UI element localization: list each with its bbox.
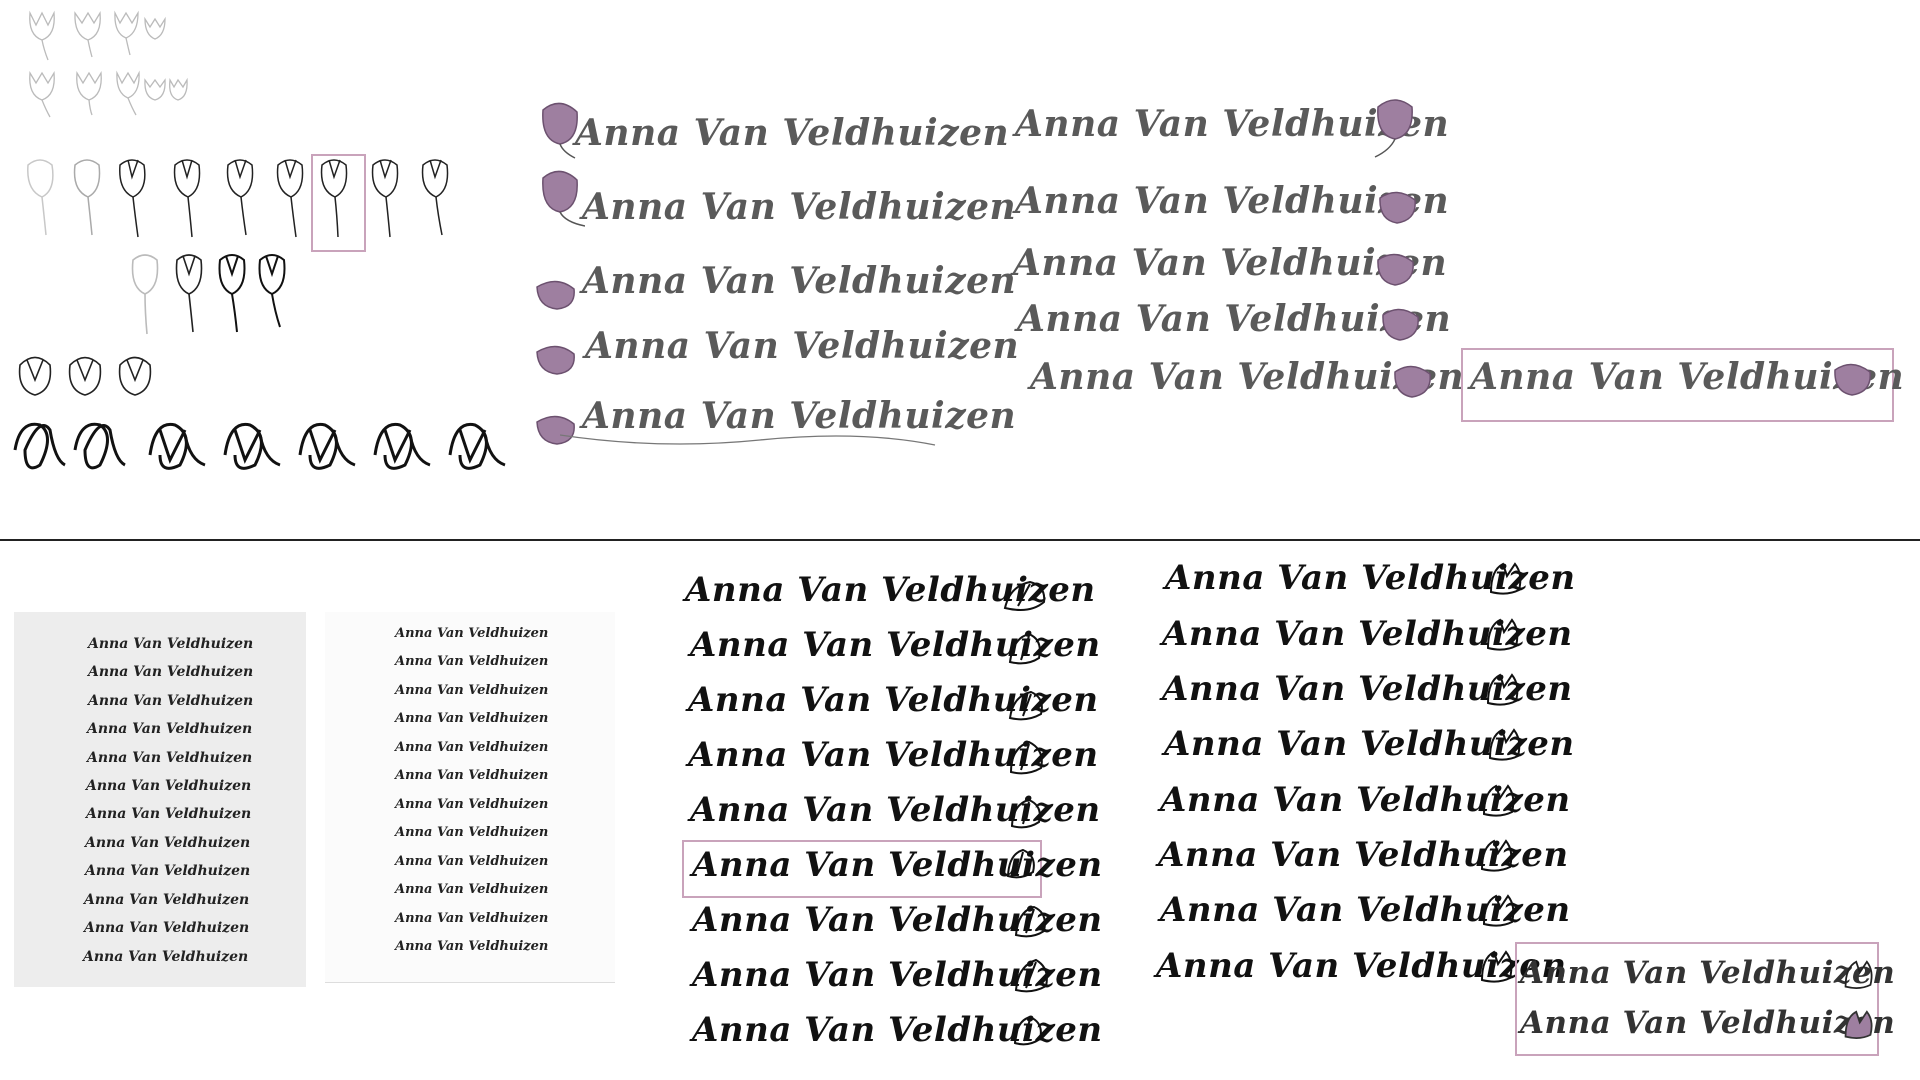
tulip-outline-icon <box>1009 740 1043 775</box>
signature-text: Anna Van Veldhuizen <box>395 825 549 840</box>
tulip-icon <box>1844 1010 1873 1039</box>
tulip-bud-sketch-icon <box>18 356 152 396</box>
tulip-outline-icon <box>1003 580 1046 611</box>
tulip-icon <box>542 170 585 227</box>
tulip-outline-icon <box>1482 894 1515 927</box>
tulip-outline-icon <box>1006 848 1035 879</box>
signature-text: Anna Van Veldhuizen <box>1160 780 1571 820</box>
selected-signature-highlight <box>1461 348 1894 422</box>
tulip-row-sketch-icon <box>27 159 449 238</box>
tulip-outline-icon <box>1482 784 1515 817</box>
signature-text: Anna Van Veldhuizen <box>87 721 253 737</box>
tulip-icon <box>1379 191 1416 224</box>
practice-sheet-2 <box>325 612 615 983</box>
signature-text: Anna Van Veldhuizen <box>85 835 251 851</box>
section-divider <box>0 539 1920 541</box>
selected-sketch-highlight <box>311 154 366 252</box>
tulip-outline-icon <box>1486 618 1519 651</box>
selected-signature-pair-highlight <box>1515 942 1879 1056</box>
signature-text: Anna Van Veldhuizen <box>585 325 1020 367</box>
signature-text: Anna Van Veldhuizen <box>1015 103 1450 145</box>
signature-text: Anna Van Veldhuizen <box>1017 298 1452 340</box>
selected-signature-text: Anna Van Veldhuizen <box>692 845 1103 885</box>
signature-text: Anna Van Veldhuizen <box>84 892 250 908</box>
signature-text: Anna Van Veldhuizen <box>87 750 253 766</box>
signature-text: Anna Van Veldhuizen <box>575 112 1010 154</box>
selected-signature-highlight <box>682 840 1042 898</box>
signature-text: Anna Van Veldhuizen <box>1160 890 1571 930</box>
signature-text: Anna Van Veldhuizen <box>84 920 250 936</box>
signature-text: Anna Van Veldhuizen <box>86 778 252 794</box>
signature-text: Anna Van Veldhuizen <box>85 863 251 879</box>
tulip-outline-icon <box>1014 958 1048 993</box>
signature-text: Anna Van Veldhuizen <box>395 882 549 897</box>
selected-signature-text: Anna Van Veldhuizen <box>1520 955 1896 991</box>
tulip-outline-icon <box>1013 1015 1042 1046</box>
tulip-doodles-icon <box>29 10 188 118</box>
tulip-icon <box>1394 365 1431 398</box>
letter-a-tulip-sketch-icon <box>13 422 506 470</box>
signature-text: Anna Van Veldhuizen <box>1015 180 1450 222</box>
signature-text: Anna Van Veldhuizen <box>395 654 549 669</box>
tulip-row-2-sketch-icon <box>131 254 286 335</box>
signature-text: Anna Van Veldhuizen <box>395 683 549 698</box>
signature-text: Anna Van Veldhuizen <box>88 664 254 680</box>
selected-signature-text: Anna Van Veldhuizen <box>1470 356 1905 398</box>
signature-text: Anna Van Veldhuizen <box>395 626 549 641</box>
signature-text: Anna Van Veldhuizen <box>395 797 549 812</box>
tulip-icon <box>536 280 575 310</box>
selected-signature-text: Anna Van Veldhuizen <box>1520 1005 1896 1041</box>
signature-text: Anna Van Veldhuizen <box>88 693 254 709</box>
signature-text: Anna Van Veldhuizen <box>395 740 549 755</box>
tulip-outline-icon <box>1010 798 1041 829</box>
signature-text: Anna Van Veldhuizen <box>1030 356 1465 398</box>
tulip-outline-icon <box>1480 839 1513 872</box>
tulip-outline-icon <box>1486 673 1519 706</box>
tulip-icon <box>1374 99 1413 158</box>
tulip-icon <box>542 102 578 159</box>
signature-text: Anna Van Veldhuizen <box>395 768 549 783</box>
signature-text: Anna Van Veldhuizen <box>395 711 549 726</box>
underline-swash-icon <box>560 434 936 446</box>
signature-text: Anna Van Veldhuizen <box>88 636 254 652</box>
tulip-icon <box>1382 308 1419 341</box>
signature-text: Anna Van Veldhuizen <box>395 911 549 926</box>
signature-text: Anna Van Veldhuizen <box>582 186 1017 228</box>
signature-text: Anna Van Veldhuizen <box>86 806 252 822</box>
tulip-outline-icon <box>1489 562 1522 595</box>
tulip-icon <box>536 415 575 445</box>
signature-text: Anna Van Veldhuizen <box>582 395 1017 437</box>
tulip-icon <box>536 345 575 375</box>
tulip-outline-icon <box>1844 960 1873 989</box>
tulip-outline-icon <box>1014 905 1046 938</box>
practice-sheet-1 <box>14 612 306 987</box>
signature-text: Anna Van Veldhuizen <box>395 854 549 869</box>
signature-text: Anna Van Veldhuizen <box>690 790 1101 830</box>
signature-text: Anna Van Veldhuizen <box>1013 242 1448 284</box>
tulip-icon <box>1834 363 1871 396</box>
tulip-outline-icon <box>1008 632 1041 665</box>
tulip-outline-icon <box>1488 728 1521 761</box>
signature-text: Anna Van Veldhuizen <box>582 260 1017 302</box>
signature-text: Anna Van Veldhuizen <box>1158 835 1569 875</box>
tulip-outline-icon <box>1008 690 1043 721</box>
tulip-outline-icon <box>1480 950 1513 983</box>
signature-text: Anna Van Veldhuizen <box>395 939 549 954</box>
signature-text: Anna Van Veldhuizen <box>690 625 1101 665</box>
tulip-icon <box>1377 253 1414 286</box>
signature-text: Anna Van Veldhuizen <box>83 949 249 965</box>
